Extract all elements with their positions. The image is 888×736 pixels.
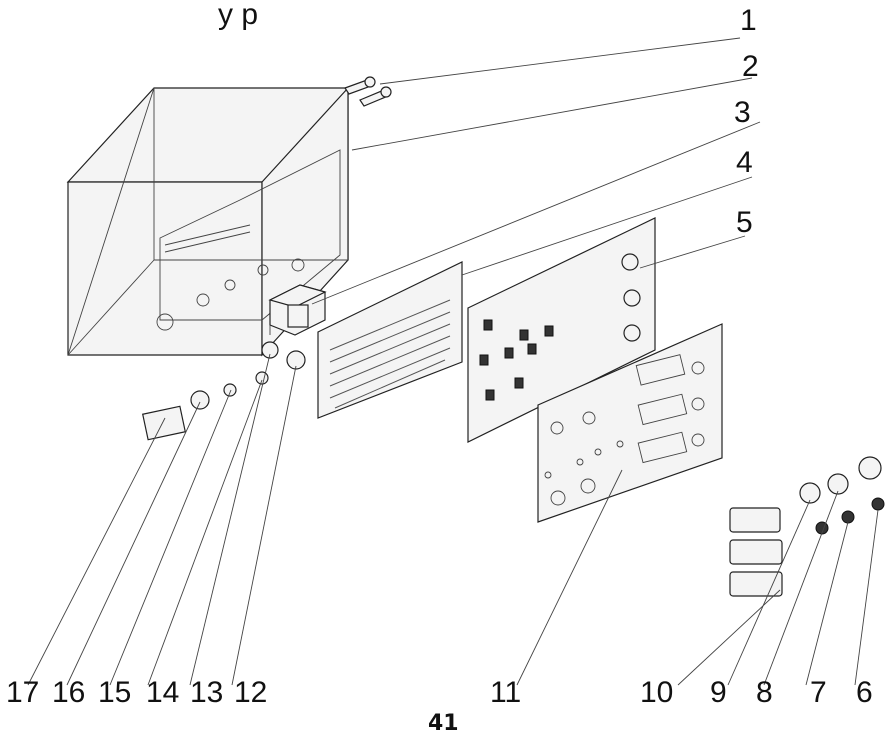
potentiometer-group (621, 253, 641, 342)
callout-11: 11 (490, 676, 521, 709)
knobs-and-nuts (799, 456, 885, 535)
callout-labels: 1 2 3 4 5 6 7 8 9 10 11 12 13 14 15 16 1… (6, 4, 873, 709)
callout-10: 10 (640, 676, 673, 709)
callout-17: 17 (6, 676, 39, 709)
screw-pair (344, 76, 392, 107)
enclosure-box (66, 86, 349, 357)
header-fragment: y p (218, 0, 258, 31)
callout-5: 5 (736, 206, 753, 239)
callout-16: 16 (52, 676, 85, 709)
circuit-board (317, 261, 463, 419)
callout-7: 7 (810, 676, 827, 709)
leader-lines (27, 37, 879, 686)
front-panel (537, 323, 723, 523)
callout-9: 9 (710, 676, 727, 709)
callout-6: 6 (856, 676, 873, 709)
page-number: 41 (428, 711, 459, 736)
small-hardware (142, 341, 306, 441)
callout-3: 3 (734, 96, 751, 129)
callout-14: 14 (146, 676, 179, 709)
toggle-switch-group (479, 319, 554, 401)
transformer (268, 284, 327, 336)
callout-13: 13 (190, 676, 223, 709)
callout-12: 12 (234, 676, 267, 709)
callout-8: 8 (756, 676, 773, 709)
callout-15: 15 (98, 676, 131, 709)
callout-4: 4 (736, 146, 753, 179)
inner-control-panel (467, 217, 656, 443)
callout-2: 2 (742, 50, 759, 83)
callout-1: 1 (740, 4, 757, 37)
display-bezels (729, 507, 783, 597)
